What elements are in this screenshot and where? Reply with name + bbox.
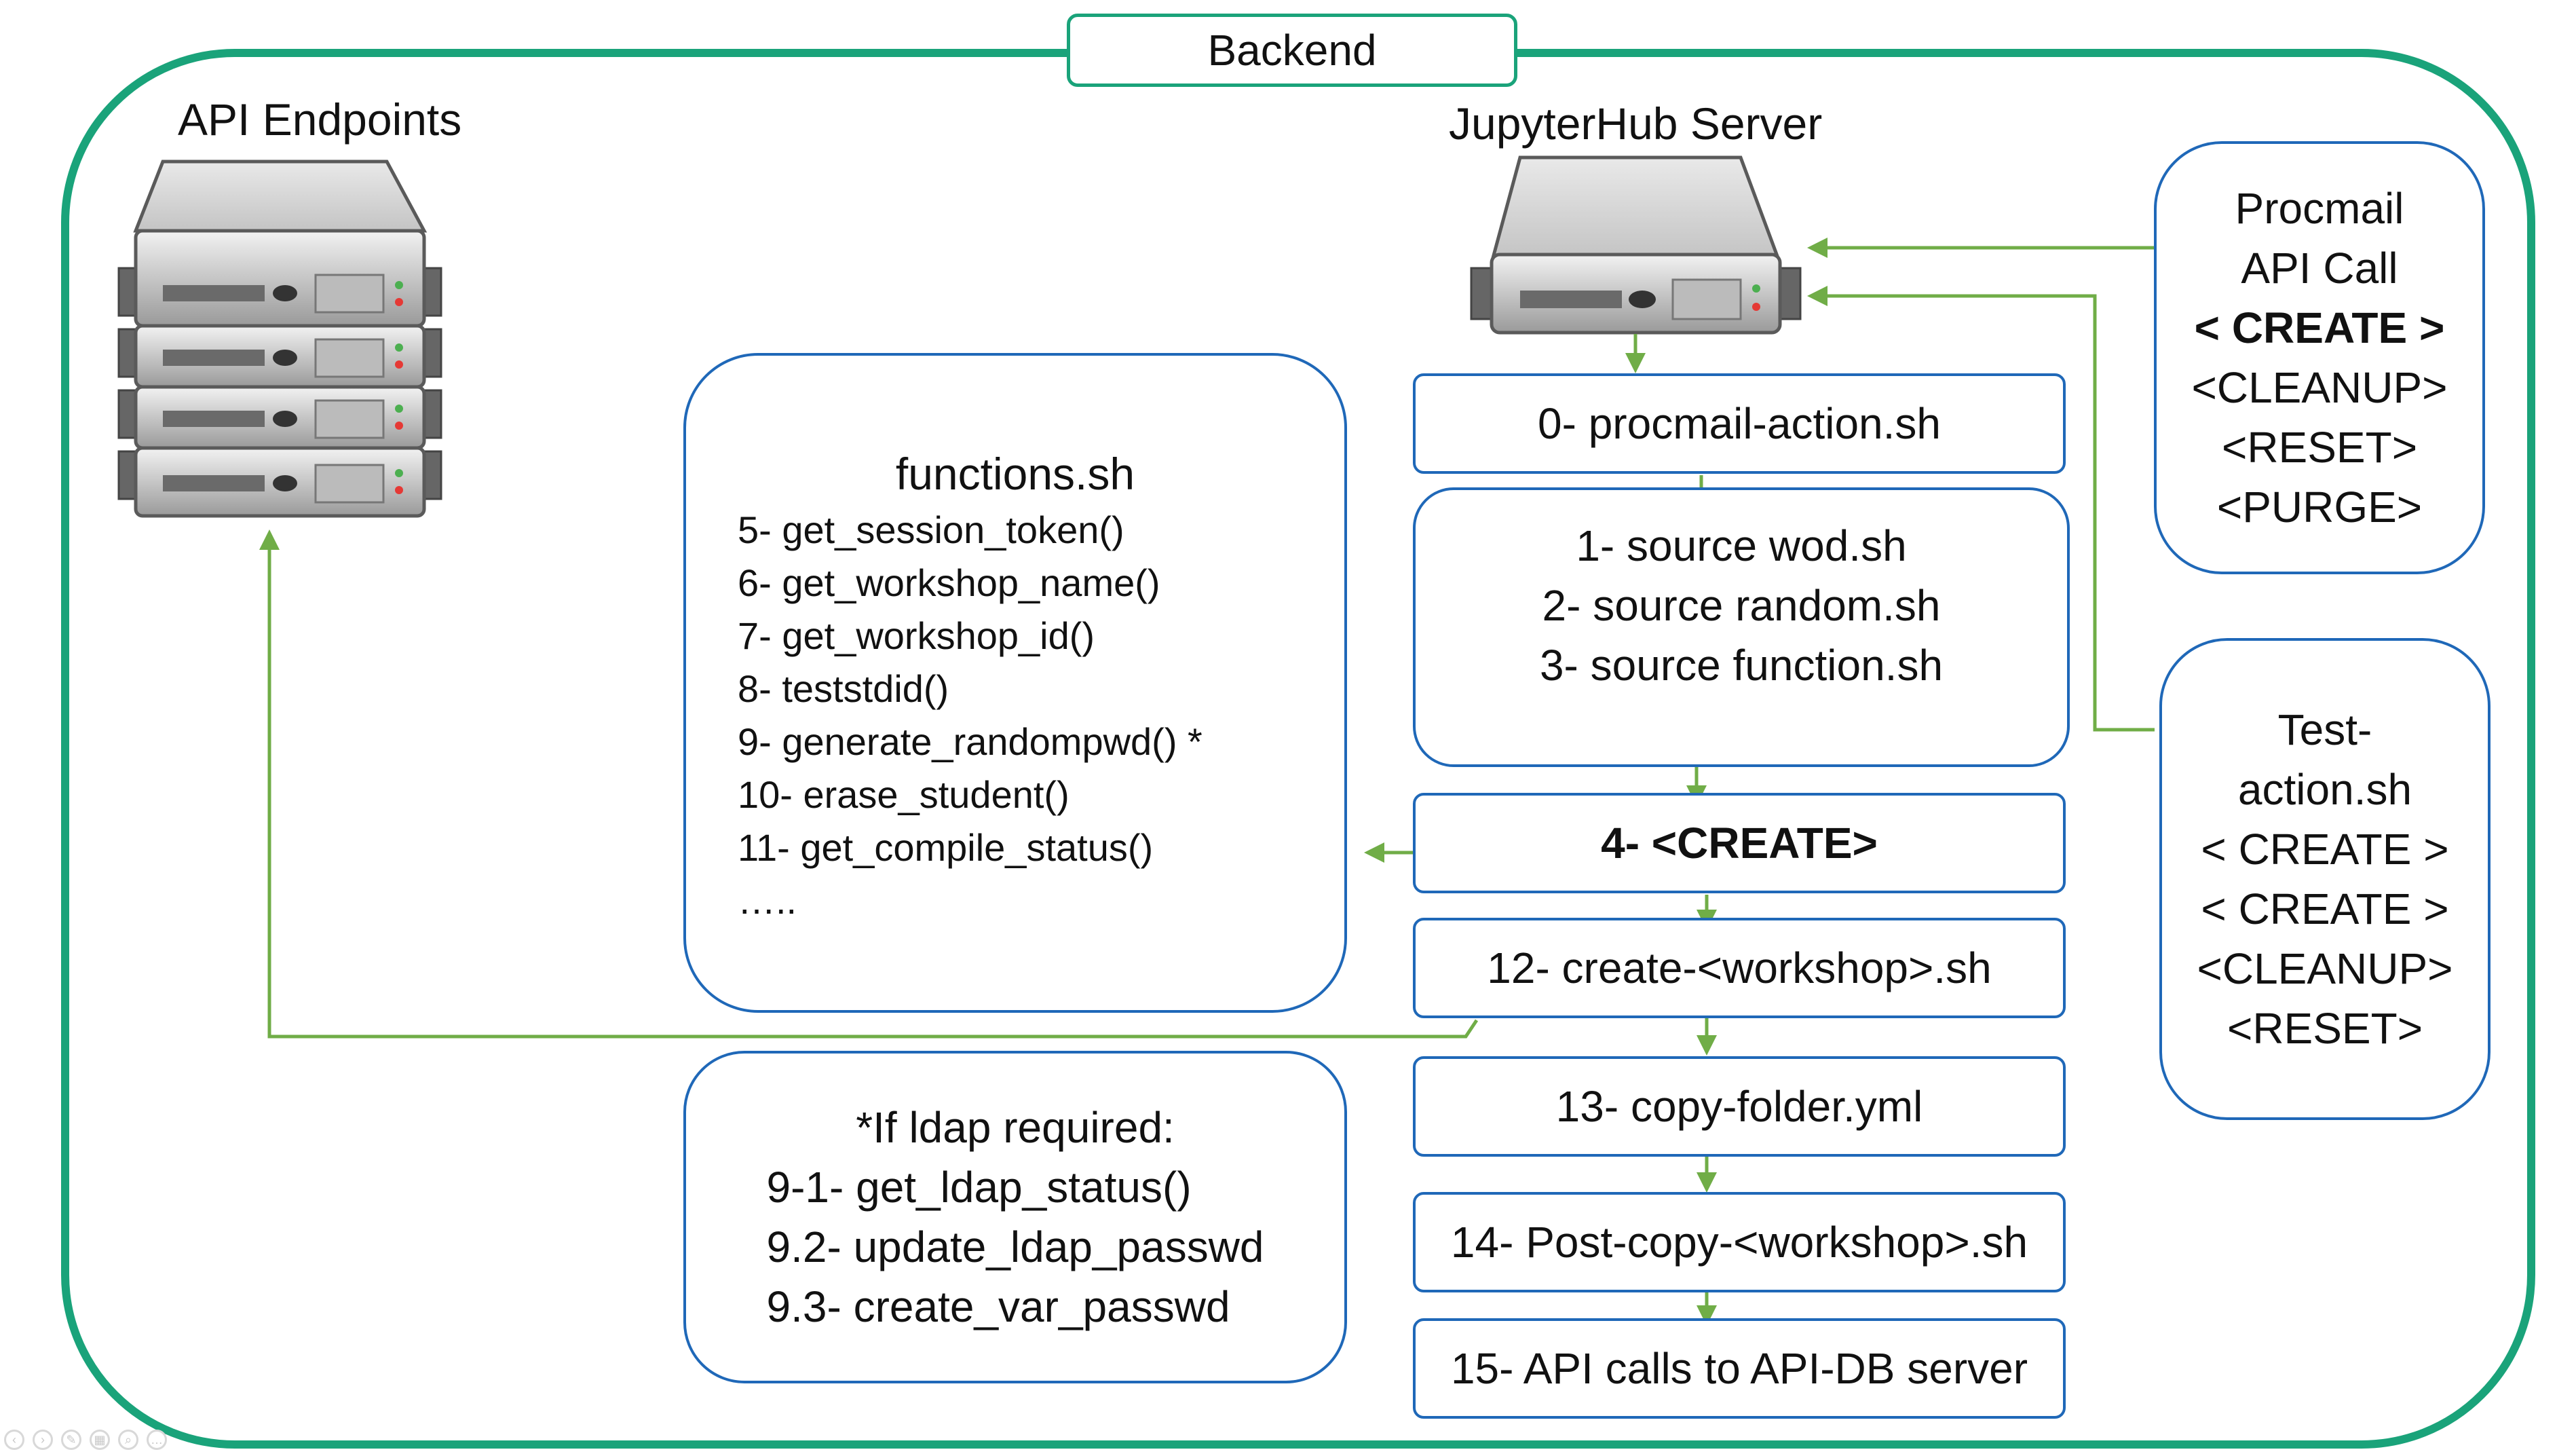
- test-line-6: <RESET>: [2227, 1004, 2423, 1053]
- test-line-4: < CREATE >: [2201, 884, 2449, 933]
- procmail-line-1: Procmail: [2235, 184, 2404, 233]
- step-12-box: 12- create-<workshop>.sh: [1413, 918, 2066, 1018]
- test-line-2: action.sh: [2237, 765, 2412, 814]
- test-line-5: <CLEANUP>: [2197, 944, 2453, 993]
- ldap-box: *If ldap required: 9-1- get_ldap_status(…: [683, 1051, 1347, 1383]
- step-14-box: 14- Post-copy-<workshop>.sh: [1413, 1192, 2066, 1292]
- procmail-api-call-box: Procmail API Call < CREATE > <CLEANUP> <…: [2154, 141, 2485, 574]
- step-0-label: 0- procmail-action.sh: [1538, 399, 1941, 448]
- step-3-label: 3- source function.sh: [1539, 641, 1944, 690]
- server-stack-icon: [117, 160, 442, 518]
- function-item: 10- erase_student(): [738, 773, 1069, 816]
- step-0-box: 0- procmail-action.sh: [1413, 373, 2066, 474]
- pen-icon[interactable]: ✎: [61, 1430, 81, 1450]
- arrow-s12-to-api: [259, 529, 1479, 1039]
- procmail-line-2: API Call: [2241, 244, 2398, 293]
- procmail-line-6: <PURGE>: [2216, 483, 2423, 532]
- step-13-box: 13- copy-folder.yml: [1413, 1056, 2066, 1157]
- test-line-1: Test-: [2277, 705, 2372, 754]
- function-item: 6- get_workshop_name(): [738, 561, 1160, 604]
- slideshow-toolbar: ‹ › ✎ ▦ ⌕ …: [4, 1430, 167, 1450]
- step-2-label: 2- source random.sh: [1542, 581, 1941, 630]
- step-1-3-box: 1- source wod.sh 2- source random.sh 3- …: [1413, 487, 2070, 767]
- step-14-label: 14- Post-copy-<workshop>.sh: [1450, 1218, 2028, 1267]
- test-line-3: < CREATE >: [2201, 825, 2449, 874]
- function-item: 8- teststdid(): [738, 667, 949, 710]
- functions-box: functions.sh 5- get_session_token() 6- g…: [683, 353, 1347, 1013]
- test-action-box: Test- action.sh < CREATE > < CREATE > <C…: [2159, 638, 2490, 1120]
- ldap-line-2: 9-1- get_ldap_status(): [766, 1163, 1192, 1212]
- functions-title: functions.sh: [895, 449, 1135, 499]
- functions-list: 5- get_session_token() 6- get_workshop_n…: [738, 504, 1202, 927]
- procmail-line-3: < CREATE >: [2194, 303, 2445, 352]
- backend-title: Backend: [1067, 14, 1517, 87]
- step-15-box: 15- API calls to API-DB server: [1413, 1318, 2066, 1419]
- ldap-line-1: *If ldap required:: [856, 1103, 1175, 1152]
- arrow-test-to-server: [1807, 286, 2155, 732]
- step-1-label: 1- source wod.sh: [1576, 521, 1907, 570]
- ldap-line-4: 9.3- create_var_passwd: [766, 1282, 1230, 1331]
- step-4-box: 4- <CREATE>: [1413, 793, 2066, 893]
- procmail-line-5: <RESET>: [2221, 423, 2418, 472]
- ldap-line-3: 9.2- update_ldap_passwd: [766, 1223, 1264, 1271]
- function-item: 11- get_compile_status(): [738, 826, 1154, 869]
- function-item: …..: [738, 879, 797, 922]
- function-item: 5- get_session_token(): [738, 508, 1124, 551]
- function-item: 7- get_workshop_id(): [738, 614, 1095, 657]
- step-4-label: 4- <CREATE>: [1601, 819, 1878, 868]
- function-item: 9- generate_randompwd() *: [738, 720, 1202, 763]
- prev-icon[interactable]: ‹: [4, 1430, 24, 1450]
- more-icon[interactable]: …: [147, 1430, 167, 1450]
- step-12-label: 12- create-<workshop>.sh: [1487, 944, 1992, 992]
- step-15-label: 15- API calls to API-DB server: [1450, 1344, 2028, 1393]
- api-endpoints-label: API Endpoints: [178, 94, 462, 145]
- zoom-icon[interactable]: ⌕: [118, 1430, 138, 1450]
- server-icon: [1470, 155, 1802, 335]
- slides-icon[interactable]: ▦: [90, 1430, 110, 1450]
- procmail-line-4: <CLEANUP>: [2191, 363, 2448, 412]
- step-13-label: 13- copy-folder.yml: [1555, 1082, 1923, 1131]
- next-icon[interactable]: ›: [33, 1430, 53, 1450]
- jupyterhub-server-label: JupyterHub Server: [1449, 98, 1823, 149]
